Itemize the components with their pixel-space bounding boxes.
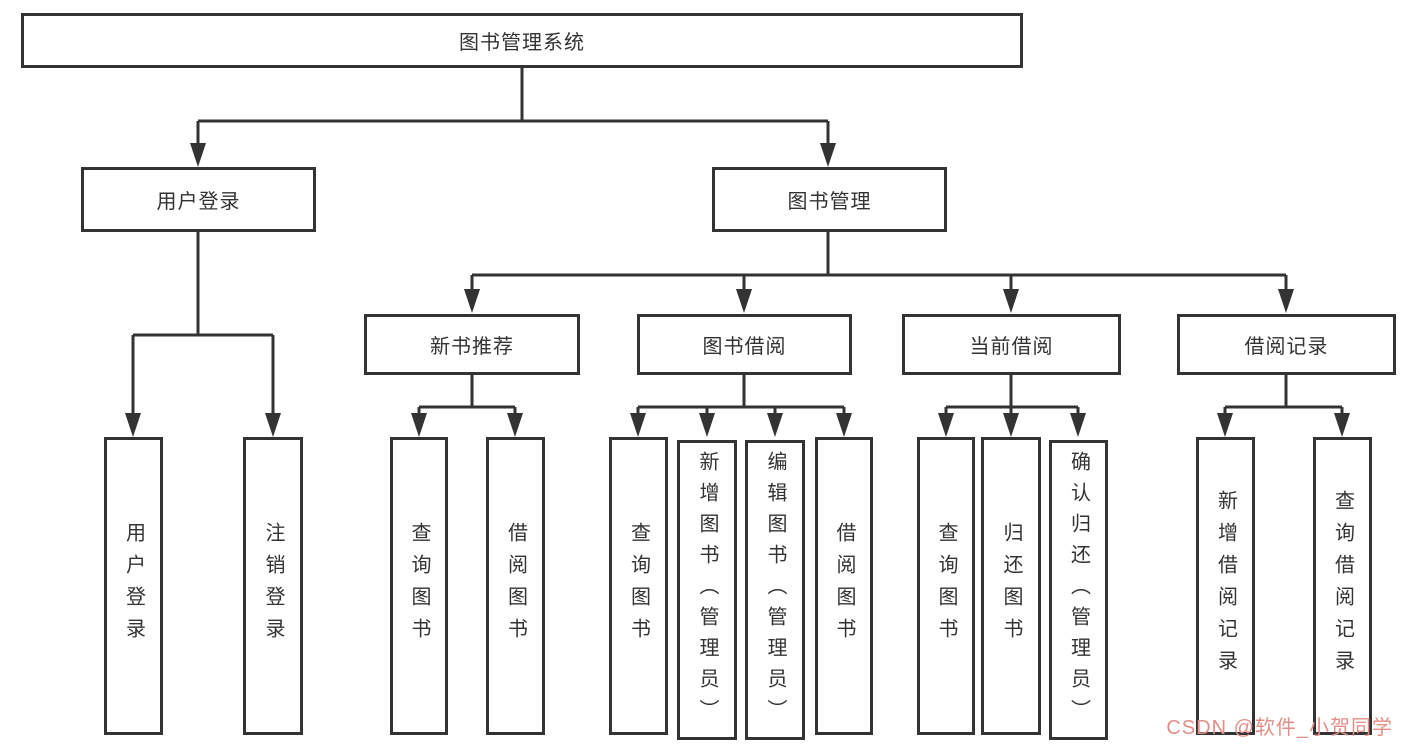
leaf-logout: 注销登录 bbox=[243, 437, 303, 735]
leaf-query-books-recommend: 查询图书 bbox=[390, 437, 448, 735]
section-borrowing-records: 借阅记录 bbox=[1177, 314, 1396, 375]
section-current-borrowing: 当前借阅 bbox=[902, 314, 1121, 375]
section-new-book-recommendation: 新书推荐 bbox=[364, 314, 580, 375]
leaf-add-borrow-record: 新增借阅记录 bbox=[1196, 437, 1255, 735]
branch-user-login: 用户登录 bbox=[81, 167, 316, 232]
leaf-label: 借阅图书 bbox=[833, 522, 855, 650]
leaf-edit-books-admin: 编辑图书（管理员） bbox=[745, 440, 805, 740]
leaf-label: 归还图书 bbox=[1000, 522, 1022, 650]
leaf-label: 新增图书（管理员） bbox=[696, 450, 718, 730]
leaf-label: 新增借阅记录 bbox=[1214, 490, 1237, 682]
leaf-confirm-return-admin: 确认归还（管理员） bbox=[1049, 440, 1108, 740]
section-book-borrowing: 图书借阅 bbox=[637, 314, 852, 375]
csdn-watermark: CSDN @软件_小贺同学 bbox=[1166, 717, 1393, 739]
leaf-label: 注销登录 bbox=[262, 522, 284, 650]
leaf-query-books-borrowing: 查询图书 bbox=[609, 437, 668, 735]
leaf-query-books-current: 查询图书 bbox=[917, 437, 975, 735]
leaf-label: 查询借阅记录 bbox=[1331, 490, 1354, 682]
leaf-label: 查询图书 bbox=[935, 522, 957, 650]
branch-book-management: 图书管理 bbox=[712, 167, 947, 232]
leaf-label: 确认归还（管理员） bbox=[1067, 450, 1090, 730]
root-node-library-system: 图书管理系统 bbox=[21, 13, 1023, 68]
leaf-add-books-admin: 新增图书（管理员） bbox=[677, 440, 737, 740]
leaf-borrow-books-recommend: 借阅图书 bbox=[486, 437, 545, 735]
leaf-borrow-books-borrowing: 借阅图书 bbox=[815, 437, 873, 735]
leaf-query-borrow-record: 查询借阅记录 bbox=[1313, 437, 1372, 735]
leaf-label: 查询图书 bbox=[627, 522, 650, 650]
leaf-return-books: 归还图书 bbox=[981, 437, 1041, 735]
leaf-label: 用户登录 bbox=[122, 522, 145, 650]
leaf-label: 借阅图书 bbox=[504, 522, 527, 650]
leaf-label: 查询图书 bbox=[408, 522, 430, 650]
leaf-user-login: 用户登录 bbox=[104, 437, 163, 735]
leaf-label: 编辑图书（管理员） bbox=[764, 450, 786, 730]
